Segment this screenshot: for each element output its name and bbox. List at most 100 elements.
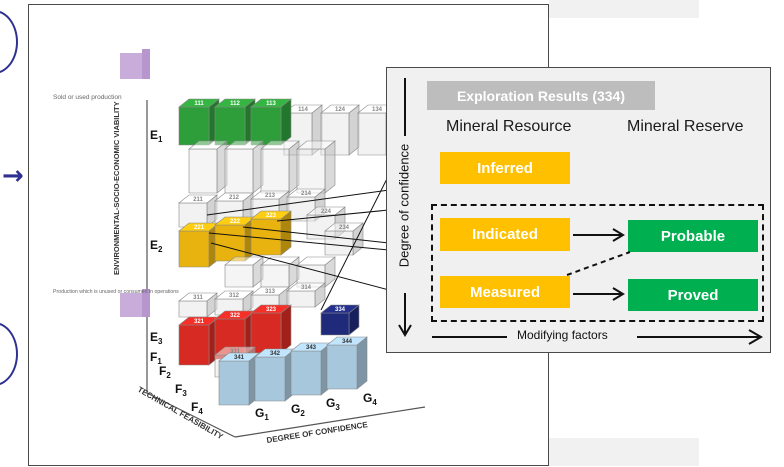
cube-code-label: 213 [265,193,276,199]
axes-group [146,100,426,438]
cube-code-label: 222 [230,219,241,225]
cube-top [326,336,368,346]
f4-label: F4 [191,400,203,416]
modifying-factors-dashed-frame [431,204,764,322]
cube-top [250,286,290,296]
conf-axis-line [234,406,426,438]
cube-front [178,230,210,268]
probable-box: Probable [628,220,758,252]
cube-front [214,224,246,262]
cube-code-label: 112 [230,101,240,107]
cube-front [178,324,210,366]
cube-code-label: 212 [229,195,240,201]
cube-front [326,344,358,390]
cube-front [224,148,254,194]
cube-code-label: 344 [342,339,353,345]
f2-label: F2 [159,364,171,380]
g1-label: G1 [255,406,269,422]
connector-line-223 [210,242,390,291]
cube-front [250,312,282,354]
cube-code-label: 111 [194,101,204,107]
cube-code-label: 312 [229,293,240,299]
connector-line-223b [276,209,390,222]
cube-top [324,222,364,232]
unused-label: Production which is unused or consumed i… [53,289,179,295]
cube-code-label: 314 [301,285,312,291]
f1-label: F1 [150,350,162,366]
cube-code-label: 211 [193,197,203,203]
cube-top [214,290,254,300]
unused-production-box [120,293,142,317]
sold-production-box-side [142,49,150,79]
cube-code-label: 114 [298,107,308,113]
cube-top [250,210,292,220]
cube-front [260,264,290,288]
cube-code-label: 331 [230,349,241,355]
slide-background-band-bottom [549,438,699,466]
mineral-resource-label: Mineral Resource [446,118,572,135]
cube-top [224,140,264,150]
sold-production-box [120,53,142,79]
cube-top [286,188,326,198]
cube-side [356,336,368,390]
cube-top [218,352,260,362]
cube-front [296,148,326,194]
cube-code-label: 113 [266,101,276,107]
cube-code-label: 313 [265,289,276,295]
cube-top [296,256,336,266]
indicated-box: Indicated [440,218,570,251]
connector-line-221a [206,189,390,216]
cube-code-label: 342 [270,351,281,357]
e1-label: E1 [150,128,163,144]
tech-axis-line [146,392,236,438]
cube-code-label: 322 [230,313,241,319]
connector-line-221b [208,232,390,251]
g4-label: G4 [363,391,377,407]
confidence-arrowhead [398,324,412,337]
cube-code-label: 321 [194,319,205,325]
connector-line-222 [242,226,390,244]
cube-code-label: 234 [339,225,350,231]
cube-code-label: 341 [234,355,245,361]
cube-side [348,104,360,156]
cube-top [214,98,256,108]
measured-box: Measured [440,276,570,308]
cube-front [250,106,282,146]
cube-code-label: 214 [301,191,312,197]
cube-code-label: 323 [266,307,277,313]
cube-side [324,140,336,194]
env-axis-label: ENVIRONMENTAL-SOCIO-ECONOMIC VIABILITY [112,101,121,275]
cube-top [178,98,220,108]
cube-front [260,148,290,194]
mineral-reserve-label: Mineral Reserve [627,118,744,135]
cube-front [224,264,254,288]
cube-code-label: 124 [335,107,346,113]
g-labels: G1 G2 G3 G4 [255,391,377,422]
cube-code-label: 311 [193,295,203,301]
f-labels: F1 F2 F3 F4 [150,350,203,416]
cube-top [250,98,292,108]
cube-front [188,148,218,194]
unused-production-box-side [142,289,150,317]
cube-front [357,112,387,156]
cube-front [324,230,354,256]
cube-code-label: 343 [306,345,317,351]
inferred-box: Inferred [440,152,570,184]
cube-top [214,192,254,202]
modifying-factors-arrowhead [748,329,763,345]
cube-code-label: 221 [194,225,205,231]
cube-top [260,140,300,150]
cube-front [290,350,322,396]
proved-box: Proved [628,279,758,311]
mineral-classification-inset: Exploration Results (334) Mineral Resour… [386,67,771,353]
cube-front [254,356,286,402]
slide-arrow-icon: → [2,161,24,191]
cube-side [280,304,292,354]
g2-label: G2 [291,402,305,418]
cube-front [320,312,350,336]
cube-top [178,292,218,302]
cube-front [214,106,246,146]
cube-code-label: 224 [321,209,332,215]
g3-label: G3 [326,396,340,412]
